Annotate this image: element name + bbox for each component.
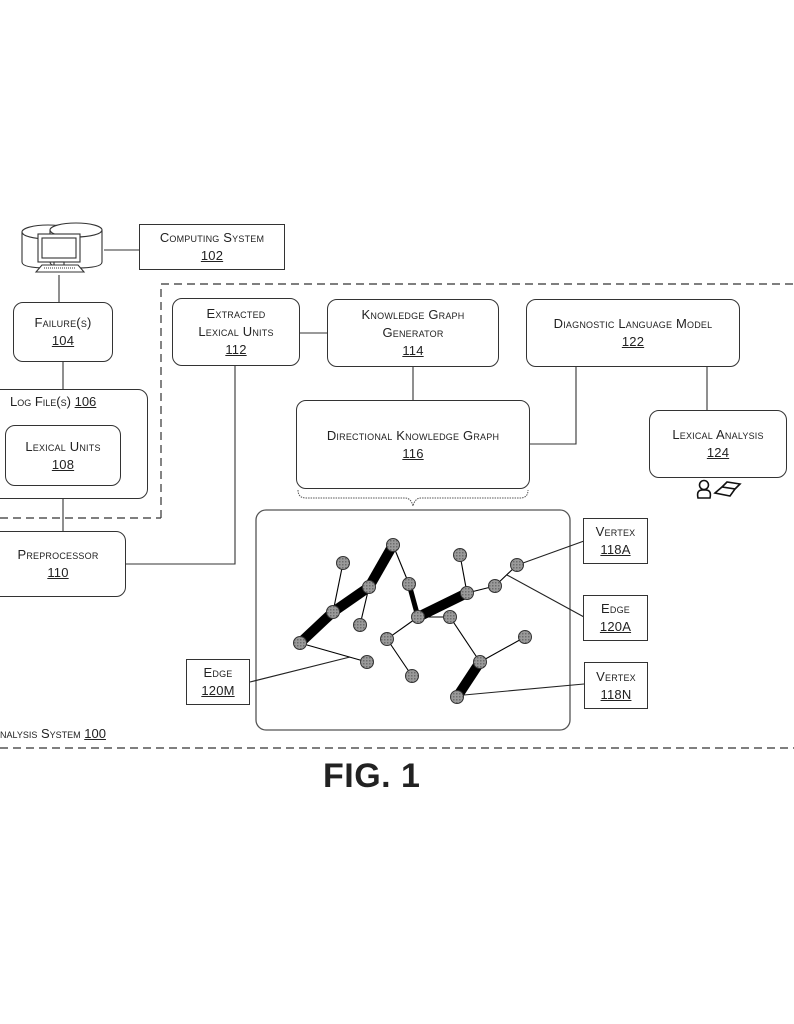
- leader-edge-120m: [249, 656, 351, 683]
- brace-116: [297, 489, 529, 507]
- log-files-label: Log File(s): [10, 394, 71, 409]
- graph-edge-P-Q: [449, 616, 481, 663]
- inner-dashed-boundary: [160, 283, 794, 518]
- vertex-118n-label: Vertex: [596, 668, 636, 684]
- extracted-lexical-units-box[interactable]: Extracted Lexical Units 112: [172, 298, 300, 366]
- graph-vertex-I: [411, 610, 425, 624]
- lexical-units-box[interactable]: Lexical Units 108: [5, 425, 121, 486]
- connector-110-to-112: [126, 366, 236, 565]
- computing-system-ref: 102: [200, 248, 224, 263]
- preprocessor-label: Preprocessor: [17, 547, 99, 562]
- edge-120a-ref: 120A: [599, 619, 632, 634]
- lexical-analysis-ref: 124: [706, 445, 730, 460]
- failures-ref: 104: [51, 333, 75, 348]
- lexical-analysis-box[interactable]: Lexical Analysis 124: [649, 410, 787, 478]
- laptop-icon: [713, 481, 742, 497]
- graph-edge-J-K: [386, 638, 413, 677]
- graph-vertex-O: [510, 558, 524, 572]
- graph-edge-A-C: [364, 542, 398, 590]
- connector-122-to-116: [530, 367, 577, 445]
- directional-knowledge-graph-box[interactable]: Directional Knowledge Graph 116: [296, 400, 530, 489]
- vertex-118a-ref: 118A: [600, 542, 631, 557]
- lexical-units-ref: 108: [51, 456, 75, 472]
- graph-vertex-H: [402, 577, 416, 591]
- graph-vertex-B: [336, 556, 350, 570]
- graph-edge-Q-R: [479, 636, 526, 663]
- vertex-118n-callout[interactable]: Vertex 118N: [584, 662, 648, 709]
- graph-vertex-F: [293, 636, 307, 650]
- figure-caption: FIG. 1: [323, 757, 421, 795]
- computing-system-label: Computing System: [159, 230, 265, 245]
- dlm-ref: 122: [621, 334, 645, 349]
- edge-120m-label: Edge: [203, 665, 233, 680]
- graph-vertex-S: [450, 690, 464, 704]
- extracted-ref: 112: [225, 342, 247, 357]
- graph-edge-C-D: [330, 582, 372, 617]
- log-files-title: Log File(s) 106: [10, 394, 96, 409]
- leader-vertex-118n: [463, 683, 585, 696]
- graph-vertex-E: [353, 618, 367, 632]
- extracted-label-line1: Extracted: [206, 306, 266, 321]
- graph-vertex-C: [362, 580, 376, 594]
- graph-vertex-L: [453, 548, 467, 562]
- kgg-label-line1: Knowledge Graph: [361, 307, 465, 322]
- kgg-label-line2: Generator: [382, 325, 444, 340]
- system-caption-label: nalysis System: [0, 726, 81, 741]
- edge-120m-callout[interactable]: Edge 120M: [186, 659, 250, 705]
- computing-system-box[interactable]: Computing System 102: [139, 224, 285, 270]
- graph-vertex-A: [386, 538, 400, 552]
- graph-edge-A-H: [392, 544, 410, 585]
- knowledge-graph-generator-box[interactable]: Knowledge Graph Generator 114: [327, 299, 499, 367]
- user-icon: [696, 479, 712, 499]
- graph-vertices: [293, 538, 532, 704]
- graph-vertex-Q: [473, 655, 487, 669]
- graph-edge-I-M: [415, 588, 470, 622]
- leader-edge-120a: [506, 574, 585, 618]
- lexical-units-label: Lexical Units: [25, 438, 101, 454]
- graph-edge-B-D: [332, 562, 344, 613]
- graph-vertex-D: [326, 605, 340, 619]
- connectors: [58, 249, 708, 565]
- lexical-analysis-label: Lexical Analysis: [672, 427, 764, 442]
- dkg-label: Directional Knowledge Graph: [326, 427, 500, 443]
- edge-120a-callout[interactable]: Edge 120A: [583, 595, 648, 641]
- preprocessor-ref: 110: [47, 565, 69, 580]
- graph-vertex-M: [460, 586, 474, 600]
- preprocessor-box[interactable]: Preprocessor 110: [0, 531, 126, 597]
- dlm-label: Diagnostic Language Model: [553, 316, 713, 331]
- extracted-label-line2: Lexical Units: [198, 324, 274, 339]
- graph-vertex-J: [380, 632, 394, 646]
- graph-edge-F-G: [299, 642, 368, 663]
- graph-edge-D-F: [296, 608, 337, 647]
- graph-vertex-N: [488, 579, 502, 593]
- log-files-ref: 106: [74, 394, 97, 409]
- failures-label: Failure(s): [34, 315, 92, 330]
- vertex-118n-ref: 118N: [600, 686, 632, 702]
- system-caption: nalysis System 100: [0, 726, 106, 741]
- edge-120a-label: Edge: [601, 601, 630, 616]
- graph-vertex-K: [405, 669, 419, 683]
- edge-120m-ref: 120M: [201, 683, 235, 698]
- server-computer-icon: [21, 222, 103, 273]
- dkg-ref: 116: [402, 445, 424, 461]
- graph-vertex-R: [518, 630, 532, 644]
- kgg-ref: 114: [402, 343, 424, 358]
- vertex-118a-label: Vertex: [595, 524, 636, 539]
- leader-vertex-118a: [522, 540, 585, 564]
- system-caption-ref: 100: [84, 726, 106, 741]
- diagnostic-language-model-box[interactable]: Diagnostic Language Model 122: [526, 299, 740, 367]
- failures-box[interactable]: Failure(s) 104: [13, 302, 113, 362]
- graph-vertex-P: [443, 610, 457, 624]
- graph-vertex-G: [360, 655, 374, 669]
- vertex-118a-callout[interactable]: Vertex 118A: [583, 518, 648, 564]
